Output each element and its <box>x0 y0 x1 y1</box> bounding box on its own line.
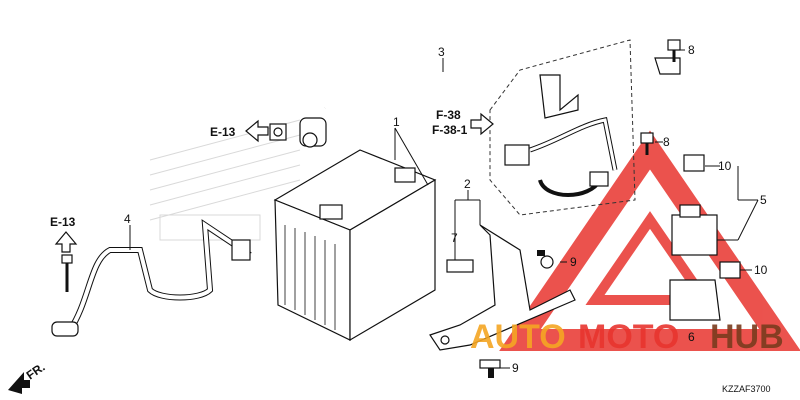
rubber-pad <box>446 259 474 273</box>
bolt-8-mid <box>640 132 654 155</box>
part-label-1: 1 <box>393 115 400 129</box>
ref-e13-top: E-13 <box>210 125 236 139</box>
ground-cable-4 <box>51 219 252 337</box>
watermark-triangle <box>499 130 800 351</box>
cable-3-end <box>654 57 681 75</box>
part-label-4: 4 <box>124 212 131 226</box>
fuse-10-bottom <box>719 261 741 279</box>
watermark-auto: AUTO <box>470 318 566 356</box>
front-arrow-icon <box>8 372 30 394</box>
stay-bracket <box>429 224 576 351</box>
bolt-8-top <box>667 39 681 62</box>
background-logo <box>149 119 301 241</box>
part-label-8-mid: 8 <box>663 135 670 149</box>
battery-terminal-pos <box>394 167 416 183</box>
nut <box>269 123 287 141</box>
diagram-code: KZZAF3700 <box>722 384 771 394</box>
watermark-text: AUTO MOTO HUB <box>470 318 784 356</box>
part-label-5: 5 <box>760 193 767 207</box>
watermark-moto: MOTO <box>578 318 679 356</box>
part-label-9-upper: 9 <box>570 255 577 269</box>
cable-4-terminal <box>51 321 79 337</box>
bolt-9-lower <box>479 359 501 378</box>
sub-harness <box>504 74 618 197</box>
ref-f38-1: F-38-1 <box>432 123 468 137</box>
battery <box>273 149 437 342</box>
bolt-left <box>61 254 73 292</box>
leader-lines <box>129 49 759 369</box>
relay-cover <box>669 279 721 321</box>
arrow-up-icon <box>54 231 78 253</box>
ref-f38: F-38 <box>436 108 461 122</box>
bolt-9-upper <box>537 250 554 269</box>
arrow-left-icon <box>245 119 269 143</box>
part-label-3: 3 <box>438 45 445 59</box>
ref-e13-left: E-13 <box>50 215 76 229</box>
ref-front: FR. <box>24 360 48 383</box>
part-label-7: 7 <box>451 231 458 245</box>
arrow-right-icon <box>470 112 494 136</box>
fuse-10-top <box>683 154 705 172</box>
part-label-10-top: 10 <box>718 159 732 173</box>
part-label-8-top: 8 <box>688 43 695 57</box>
detail-region <box>489 39 636 216</box>
part-label-6: 6 <box>688 330 695 344</box>
watermark-hub: HUB <box>710 318 784 356</box>
starter-relay <box>671 204 718 256</box>
part-label-2: 2 <box>464 177 471 191</box>
part-label-9-lower: 9 <box>512 361 519 375</box>
part-label-10-bottom: 10 <box>754 263 768 277</box>
battery-terminal-neg <box>319 204 343 220</box>
